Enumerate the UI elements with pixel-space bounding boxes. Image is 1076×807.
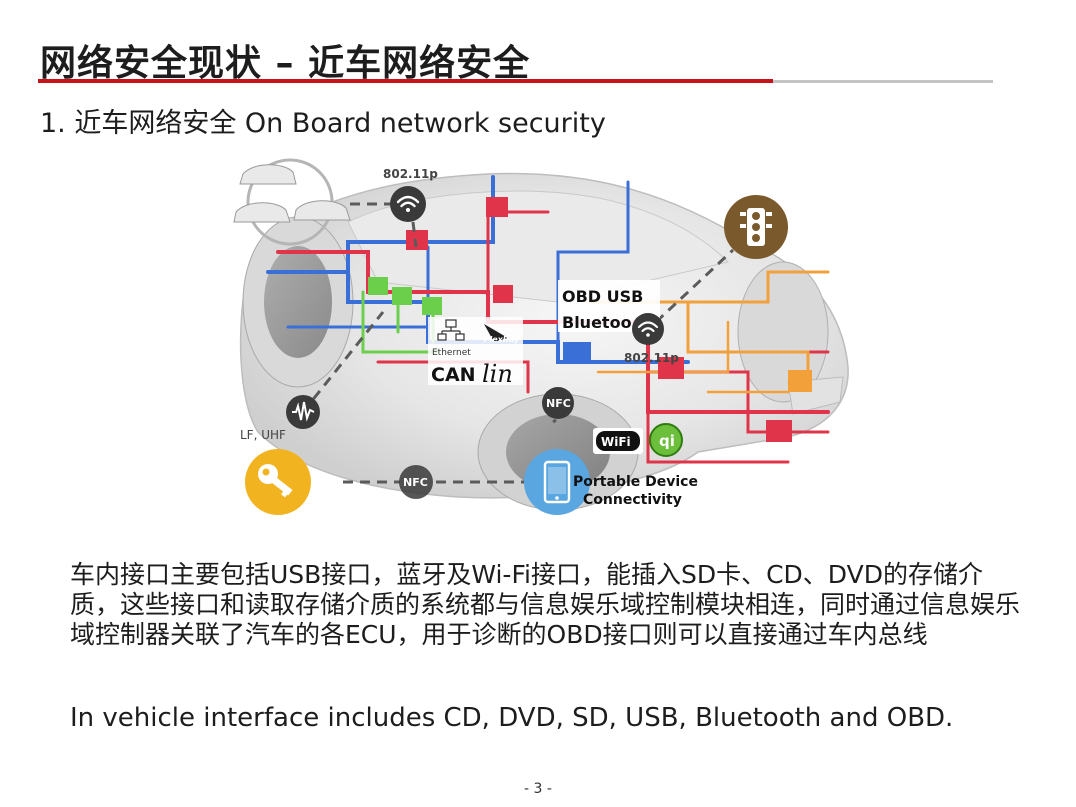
traffic-infrastructure[interactable] — [724, 195, 788, 259]
wireless-links — [301, 202, 735, 484]
wifi-icon — [637, 321, 659, 337]
body-text-english: In vehicle interface includes CD, DVD, S… — [70, 703, 954, 733]
title-underline-gray — [773, 80, 993, 83]
label-portable-2: Connectivity — [583, 492, 682, 508]
v2x-antenna-top[interactable] — [390, 186, 426, 222]
label-bluetooth: Bluetoo — [562, 313, 632, 332]
bus-protocol-logos: Ethernet FlexRay CAN lin — [428, 317, 523, 388]
label-obd-usb: OBD USB — [562, 287, 643, 306]
nfc-icon: NFC — [403, 476, 428, 489]
smartphone-icon — [543, 460, 571, 504]
label-wifi: WiFi — [601, 435, 631, 449]
traffic-light-icon — [740, 208, 772, 246]
waveform-icon — [292, 401, 315, 422]
qi-charging-icon: qi — [659, 432, 675, 450]
nfc-bottom[interactable]: NFC — [399, 465, 433, 499]
lf-uhf-receiver[interactable] — [286, 395, 320, 429]
remote-key-fob[interactable] — [245, 449, 311, 515]
label-portable-1: Portable Device — [573, 474, 698, 490]
label-lf-uhf: LF, UHF — [240, 428, 286, 442]
wifi-qi-logos: WiFi qi — [593, 423, 683, 457]
label-can: CAN — [431, 364, 476, 386]
portable-device[interactable] — [524, 449, 590, 515]
label-ethernet: Ethernet — [432, 348, 471, 358]
cars-cluster-icon — [233, 158, 351, 246]
ecu-modules — [368, 197, 812, 442]
page-number: - 3 - — [524, 781, 552, 797]
body-text-chinese: 车内接口主要包括USB接口，蓝牙及Wi-Fi接口，能插入SD卡、CD、DVD的存… — [70, 560, 1021, 649]
car-network-diagram: 802.11p OBD USB Bluetoo — [228, 152, 868, 532]
wifi-icon — [396, 195, 420, 212]
title-underline-red — [38, 79, 773, 83]
label-lin: lin — [482, 360, 513, 388]
label-flexray: FlexRay — [484, 335, 520, 344]
label-80211p-mid: 802.11p — [624, 351, 679, 365]
slide-subtitle: 1. 近车网络安全 On Board network security — [40, 108, 606, 139]
nfc-icon: NFC — [546, 397, 571, 410]
slide-title: 网络安全现状 – 近车网络安全 — [40, 43, 531, 84]
ethernet-icon — [437, 319, 465, 341]
label-80211p-top: 802.11p — [383, 167, 438, 181]
nfc-center[interactable]: NFC — [542, 387, 574, 419]
v2x-antenna-mid[interactable] — [632, 313, 664, 345]
